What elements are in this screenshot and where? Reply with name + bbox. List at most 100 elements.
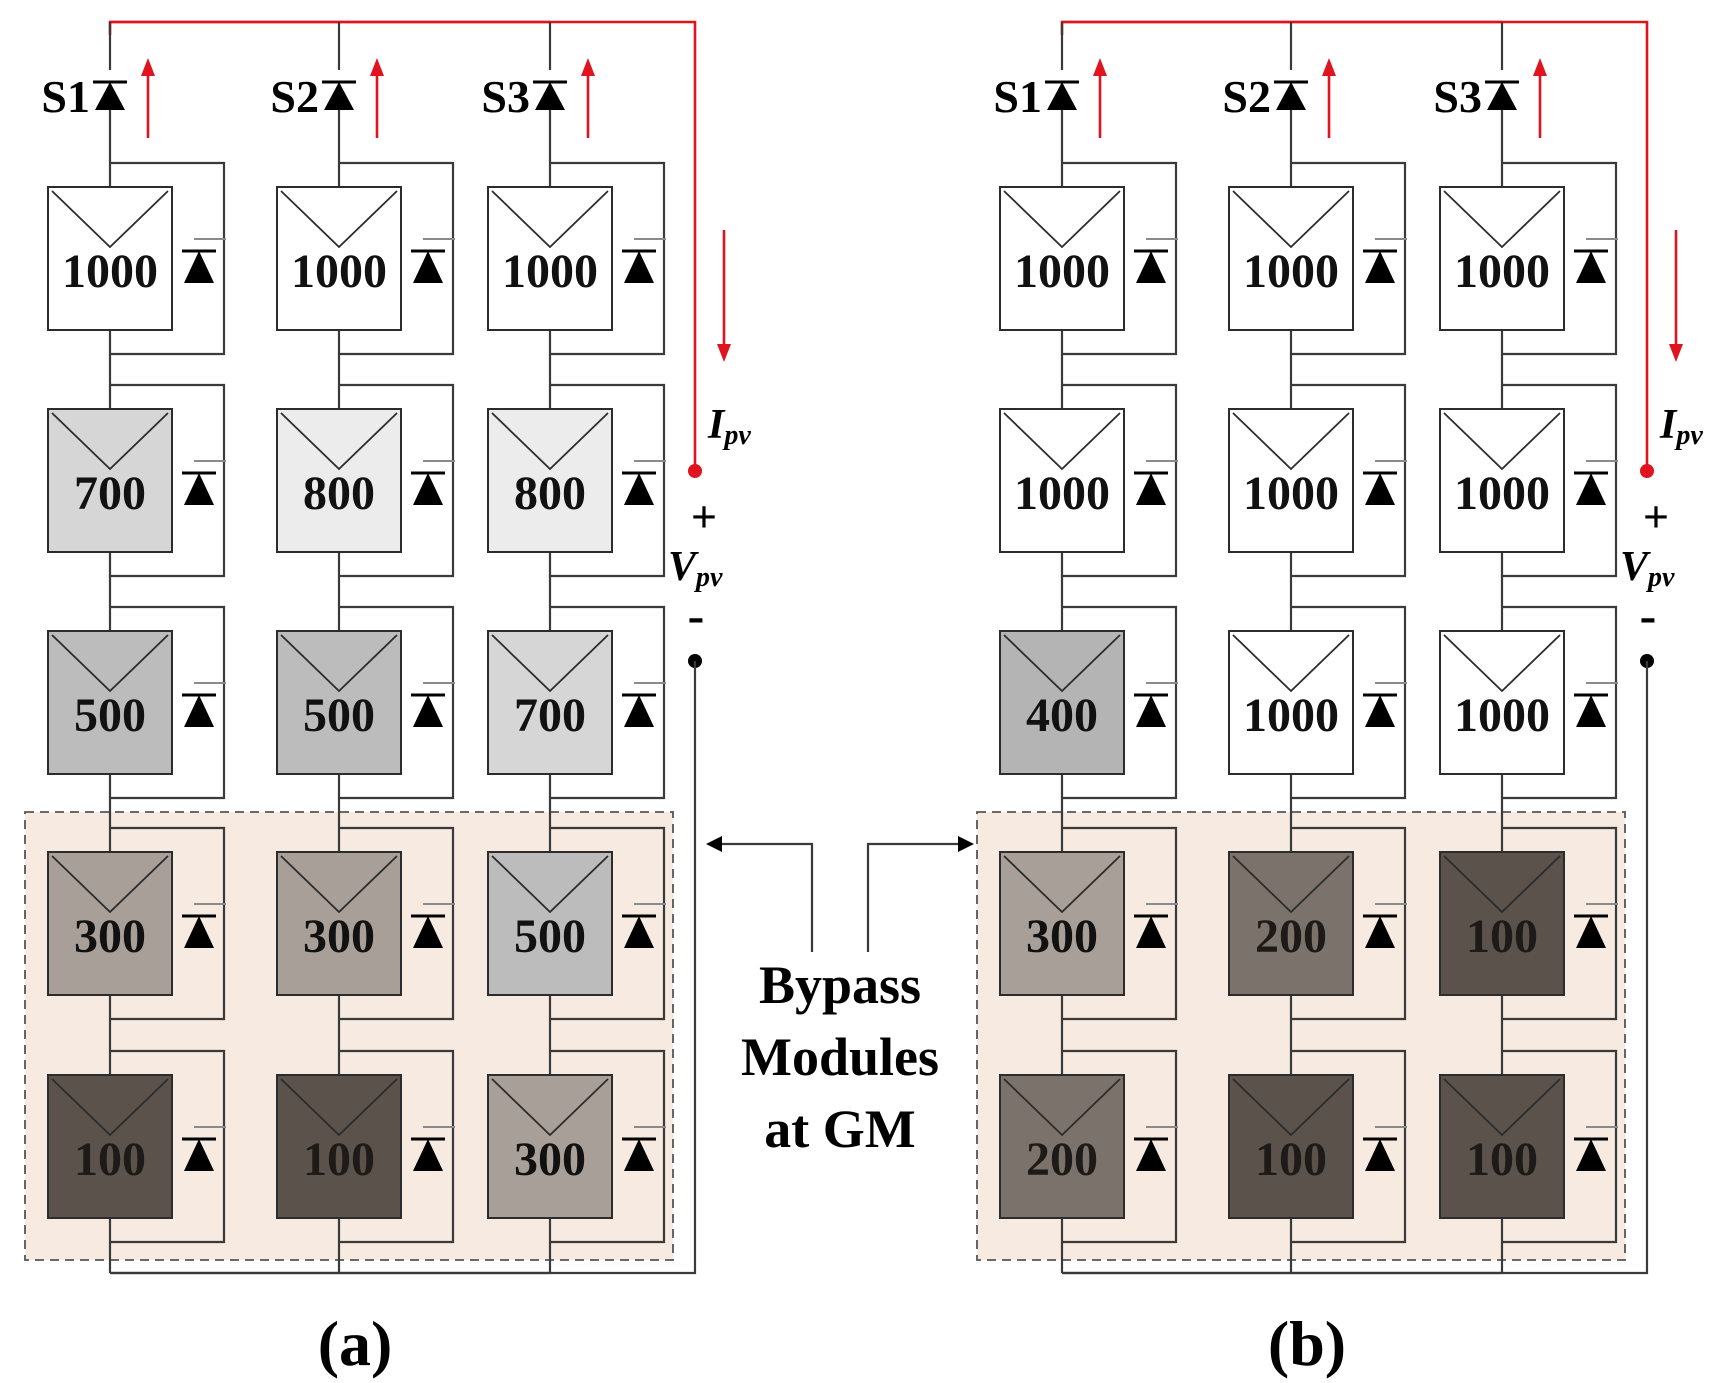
bypass-loop: [110, 161, 226, 356]
module-irradiance: 500: [74, 689, 146, 742]
pv-module: [1439, 851, 1565, 996]
bypass-diode: [624, 695, 654, 727]
module-cell-mark: [1443, 190, 1561, 249]
annotation-arrow-left: [722, 842, 814, 952]
current-symbol: I: [1659, 402, 1678, 448]
pv-module: [47, 851, 173, 996]
module-cell-mark: [51, 412, 169, 471]
module-irradiance: 500: [303, 689, 375, 742]
bypass-loop: [1062, 826, 1178, 1021]
module-irradiance: 1000: [1014, 467, 1110, 520]
module-irradiance: 1000: [502, 245, 598, 298]
blocking-diode: [535, 82, 565, 110]
pv-module: [1439, 408, 1565, 553]
pv-module: [487, 408, 613, 553]
module-irradiance: 100: [1466, 910, 1538, 963]
bypass-diode: [413, 916, 443, 948]
bypass-diode: [184, 916, 214, 948]
string-current-arrow-head: [1322, 58, 1336, 76]
pv-module: [47, 1074, 173, 1219]
bypass-loop: [339, 383, 455, 578]
annotation-line-3: at GM: [764, 1099, 915, 1159]
bypass-loop: [1502, 605, 1618, 800]
bypass-diode: [1576, 916, 1606, 948]
blocking-diode: [324, 82, 354, 110]
bypass-loop: [550, 383, 666, 578]
bypass-diode: [1365, 251, 1395, 283]
bypass-loop: [110, 1049, 226, 1244]
bypass-loop: [1291, 383, 1407, 578]
module-cell-mark: [1443, 412, 1561, 471]
module-irradiance: 200: [1255, 910, 1327, 963]
bypass-diode: [1136, 695, 1166, 727]
module-cell-mark: [1443, 634, 1561, 693]
bypass-diode: [184, 251, 214, 283]
bypass-loop: [550, 605, 666, 800]
string-current-arrow-head: [141, 58, 155, 76]
module-irradiance: 700: [74, 467, 146, 520]
module-irradiance: 1000: [62, 245, 158, 298]
module-irradiance: 300: [74, 910, 146, 963]
bypass-diode: [624, 251, 654, 283]
pv-module: [276, 186, 402, 331]
module-cell-mark: [1003, 1078, 1121, 1137]
blocking-diode: [95, 82, 125, 110]
module-irradiance: 700: [514, 689, 586, 742]
bypass-diode: [1136, 473, 1166, 505]
string-label: S2: [270, 71, 319, 122]
bypass-diode: [1365, 1139, 1395, 1171]
bypass-diode: [1576, 1139, 1606, 1171]
bypass-loop: [339, 161, 455, 356]
module-cell-mark: [51, 1078, 169, 1137]
current-subscript: pv: [722, 420, 751, 451]
bypass-diode: [413, 1139, 443, 1171]
panel-caption: (a): [318, 1308, 393, 1379]
module-irradiance: 1000: [1014, 245, 1110, 298]
plus-sign: +: [1643, 491, 1669, 542]
bypass-loop: [1291, 826, 1407, 1021]
module-irradiance: 400: [1026, 689, 1098, 742]
blocking-diode: [1047, 82, 1077, 110]
pv-module: [276, 1074, 402, 1219]
voltage-subscript: pv: [1646, 562, 1675, 593]
bypass-loop: [1291, 1049, 1407, 1244]
module-cell-mark: [1443, 1078, 1561, 1137]
panel-caption: (b): [1268, 1308, 1346, 1379]
module-cell-mark: [51, 855, 169, 914]
pv-module: [1439, 186, 1565, 331]
pv-module: [276, 408, 402, 553]
bypass-loop: [1062, 161, 1178, 356]
bypass-loop: [1291, 605, 1407, 800]
bypass-diode: [1136, 1139, 1166, 1171]
module-cell-mark: [1232, 634, 1350, 693]
module-cell-mark: [1003, 634, 1121, 693]
bypass-diode: [1365, 695, 1395, 727]
module-cell-mark: [1232, 1078, 1350, 1137]
string-current-arrow-head: [581, 58, 595, 76]
blocking-diode: [1276, 82, 1306, 110]
bypass-diode: [624, 916, 654, 948]
pv-module: [1228, 630, 1354, 775]
module-cell-mark: [280, 412, 398, 471]
pv-module: [999, 1074, 1125, 1219]
string-label: S1: [993, 71, 1042, 122]
current-label: Ipv: [707, 402, 751, 451]
current-subscript: pv: [1674, 420, 1703, 451]
module-cell-mark: [491, 412, 609, 471]
module-cell-mark: [1003, 190, 1121, 249]
module-cell-mark: [51, 190, 169, 249]
bypass-loop: [1062, 605, 1178, 800]
current-symbol: I: [707, 402, 726, 448]
annotation-line-2: Modules: [741, 1027, 939, 1087]
pv-module: [1439, 630, 1565, 775]
pv-module: [1228, 851, 1354, 996]
pv-module: [487, 630, 613, 775]
annotation-arrow-right-head: [958, 836, 974, 852]
bypass-loop: [339, 605, 455, 800]
voltage-symbol: V: [668, 544, 699, 590]
module-cell-mark: [491, 190, 609, 249]
module-cell-mark: [1003, 412, 1121, 471]
